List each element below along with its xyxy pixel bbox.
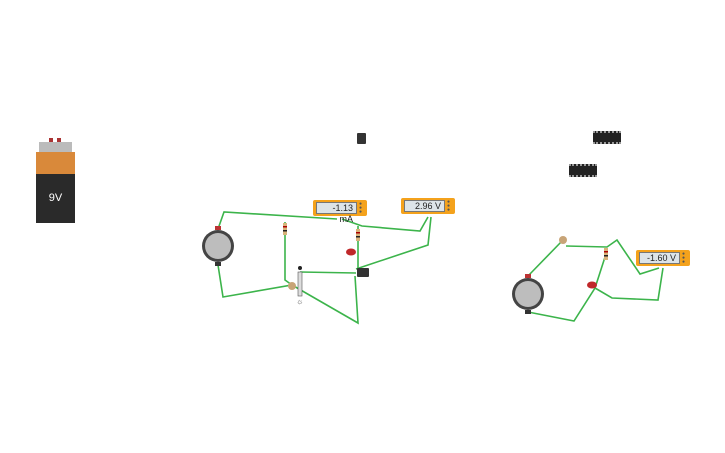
coin-cell-right [512, 274, 544, 314]
battery-cap [39, 142, 72, 152]
coin-cell-left [202, 226, 234, 266]
wire [527, 253, 607, 322]
svg-text:☼: ☼ [296, 297, 303, 306]
ic-chip[interactable] [569, 164, 597, 177]
light-sensor: ☼ [296, 266, 303, 306]
wire [565, 238, 660, 275]
battery-top [36, 152, 75, 174]
battery-9v[interactable]: 9V [36, 138, 75, 223]
resistor [356, 229, 360, 241]
multimeter-reading: -1.13 mA [316, 202, 357, 224]
resistor [604, 248, 608, 260]
wire [217, 211, 338, 230]
multimeter-reading: 2.96 V [404, 200, 445, 212]
transistor [357, 268, 369, 277]
multimeter-dial-icon[interactable]: ●●● [447, 199, 451, 213]
multimeter-dial-icon[interactable]: ●●● [359, 201, 363, 215]
wire [217, 264, 359, 325]
wire [527, 239, 564, 277]
photoresistor [559, 236, 567, 244]
ic-chip[interactable] [593, 131, 621, 144]
wire [594, 267, 664, 301]
wire [299, 271, 357, 274]
wire [355, 216, 432, 270]
multimeter-voltage[interactable]: 2.96 V ●●● [401, 198, 455, 214]
photoresistor [288, 282, 296, 290]
multimeter-reading: -1.60 V [639, 252, 680, 264]
multimeter-voltage-right[interactable]: -1.60 V ●●● [636, 250, 690, 266]
battery-label: 9V [36, 174, 75, 223]
led-red [346, 248, 356, 256]
resistor [283, 223, 287, 235]
wire [341, 216, 429, 232]
multimeter-dial-icon[interactable]: ●●● [682, 251, 686, 265]
multimeter-current[interactable]: -1.13 mA ●●● [313, 200, 367, 224]
led-red [587, 281, 597, 289]
transistor [357, 133, 366, 144]
